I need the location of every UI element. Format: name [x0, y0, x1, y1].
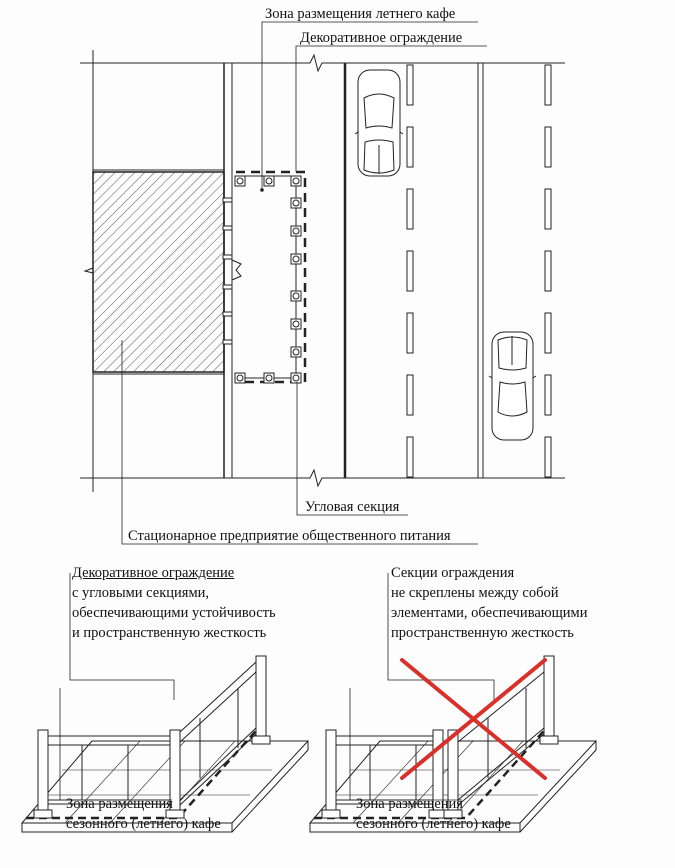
lane-dash: [544, 436, 552, 478]
lane-dash: [544, 64, 552, 106]
fence-post-circle: [292, 292, 300, 300]
fence-post-circle: [265, 374, 273, 382]
lane-dash: [544, 126, 552, 168]
lane-dash: [544, 312, 552, 354]
incorrect-zone-caption: Зона размещения сезонного (летнего) кафе: [356, 794, 511, 834]
cross-mark-icon: [400, 658, 547, 780]
cafe-zone-boundary: [236, 170, 307, 384]
incorrect-line: не скреплены между собой: [391, 585, 559, 601]
label-restaurant: Стационарное предприятие общественного п…: [128, 528, 451, 544]
lane-dash: [406, 312, 414, 354]
lane-dash: [544, 374, 552, 416]
site-plan: [80, 21, 565, 545]
fence-post-circle: [292, 348, 300, 356]
restaurant-building: [92, 171, 225, 373]
label-decorative-fence: Декоративное ограждение: [300, 30, 463, 46]
fence-incorrect-illustration: [308, 655, 598, 833]
lane-dash: [406, 436, 414, 478]
zone-line: сезонного (летнего) кафе: [66, 816, 221, 832]
fence-posts: [234, 175, 302, 384]
fence-post-circle: [292, 177, 300, 185]
zone-line: Зона размещения: [356, 796, 463, 812]
lane-dash: [406, 250, 414, 292]
lane-dash: [406, 126, 414, 168]
label-corner-section: Угловая секция: [305, 499, 400, 515]
incorrect-caption: Секции ограждения не скреплены между соб…: [391, 563, 587, 643]
lane-dash: [406, 374, 414, 416]
fence-post-circle: [292, 374, 300, 382]
lane-dashes: [406, 64, 552, 478]
fence-post-circle: [292, 320, 300, 328]
fence-post-circle: [236, 177, 244, 185]
top-boundary-line: [80, 53, 565, 73]
fence-post-circle: [292, 227, 300, 235]
fence-correct-illustration: [20, 655, 310, 833]
lane-dash: [406, 64, 414, 106]
fence-post-circle: [236, 374, 244, 382]
zone-line: сезонного (летнего) кафе: [356, 816, 511, 832]
correct-caption: Декоративное ограждение с угловыми секци…: [72, 563, 276, 643]
label-cafe-zone: Зона размещения летнего кафе: [265, 6, 456, 22]
lane-dash: [406, 188, 414, 230]
correct-line: Декоративное ограждение: [72, 565, 235, 581]
decorative-fence: [240, 175, 297, 379]
fence-post-circle: [292, 255, 300, 263]
correct-line: с угловыми секциями,: [72, 585, 209, 601]
incorrect-line: Секции ограждения: [391, 565, 515, 581]
zone-line: Зона размещения: [66, 796, 173, 812]
correct-zone-caption: Зона размещения сезонного (летнего) кафе: [66, 794, 221, 834]
correct-line: и пространственную жесткость: [72, 625, 267, 641]
bottom-boundary-line: [80, 468, 565, 488]
lane-dash: [544, 188, 552, 230]
correct-line: обеспечивающими устойчивость: [72, 605, 276, 621]
fence-post-circle: [265, 177, 273, 185]
incorrect-line: пространственную жесткость: [391, 625, 574, 641]
entrance-door: [231, 259, 242, 281]
incorrect-line: элементами, обеспечивающими: [391, 605, 588, 621]
leaders-bottom: [59, 573, 495, 801]
car-1: [354, 69, 404, 177]
car-2: [488, 331, 537, 441]
lane-dash: [544, 250, 552, 292]
fence-post-circle: [292, 199, 300, 207]
